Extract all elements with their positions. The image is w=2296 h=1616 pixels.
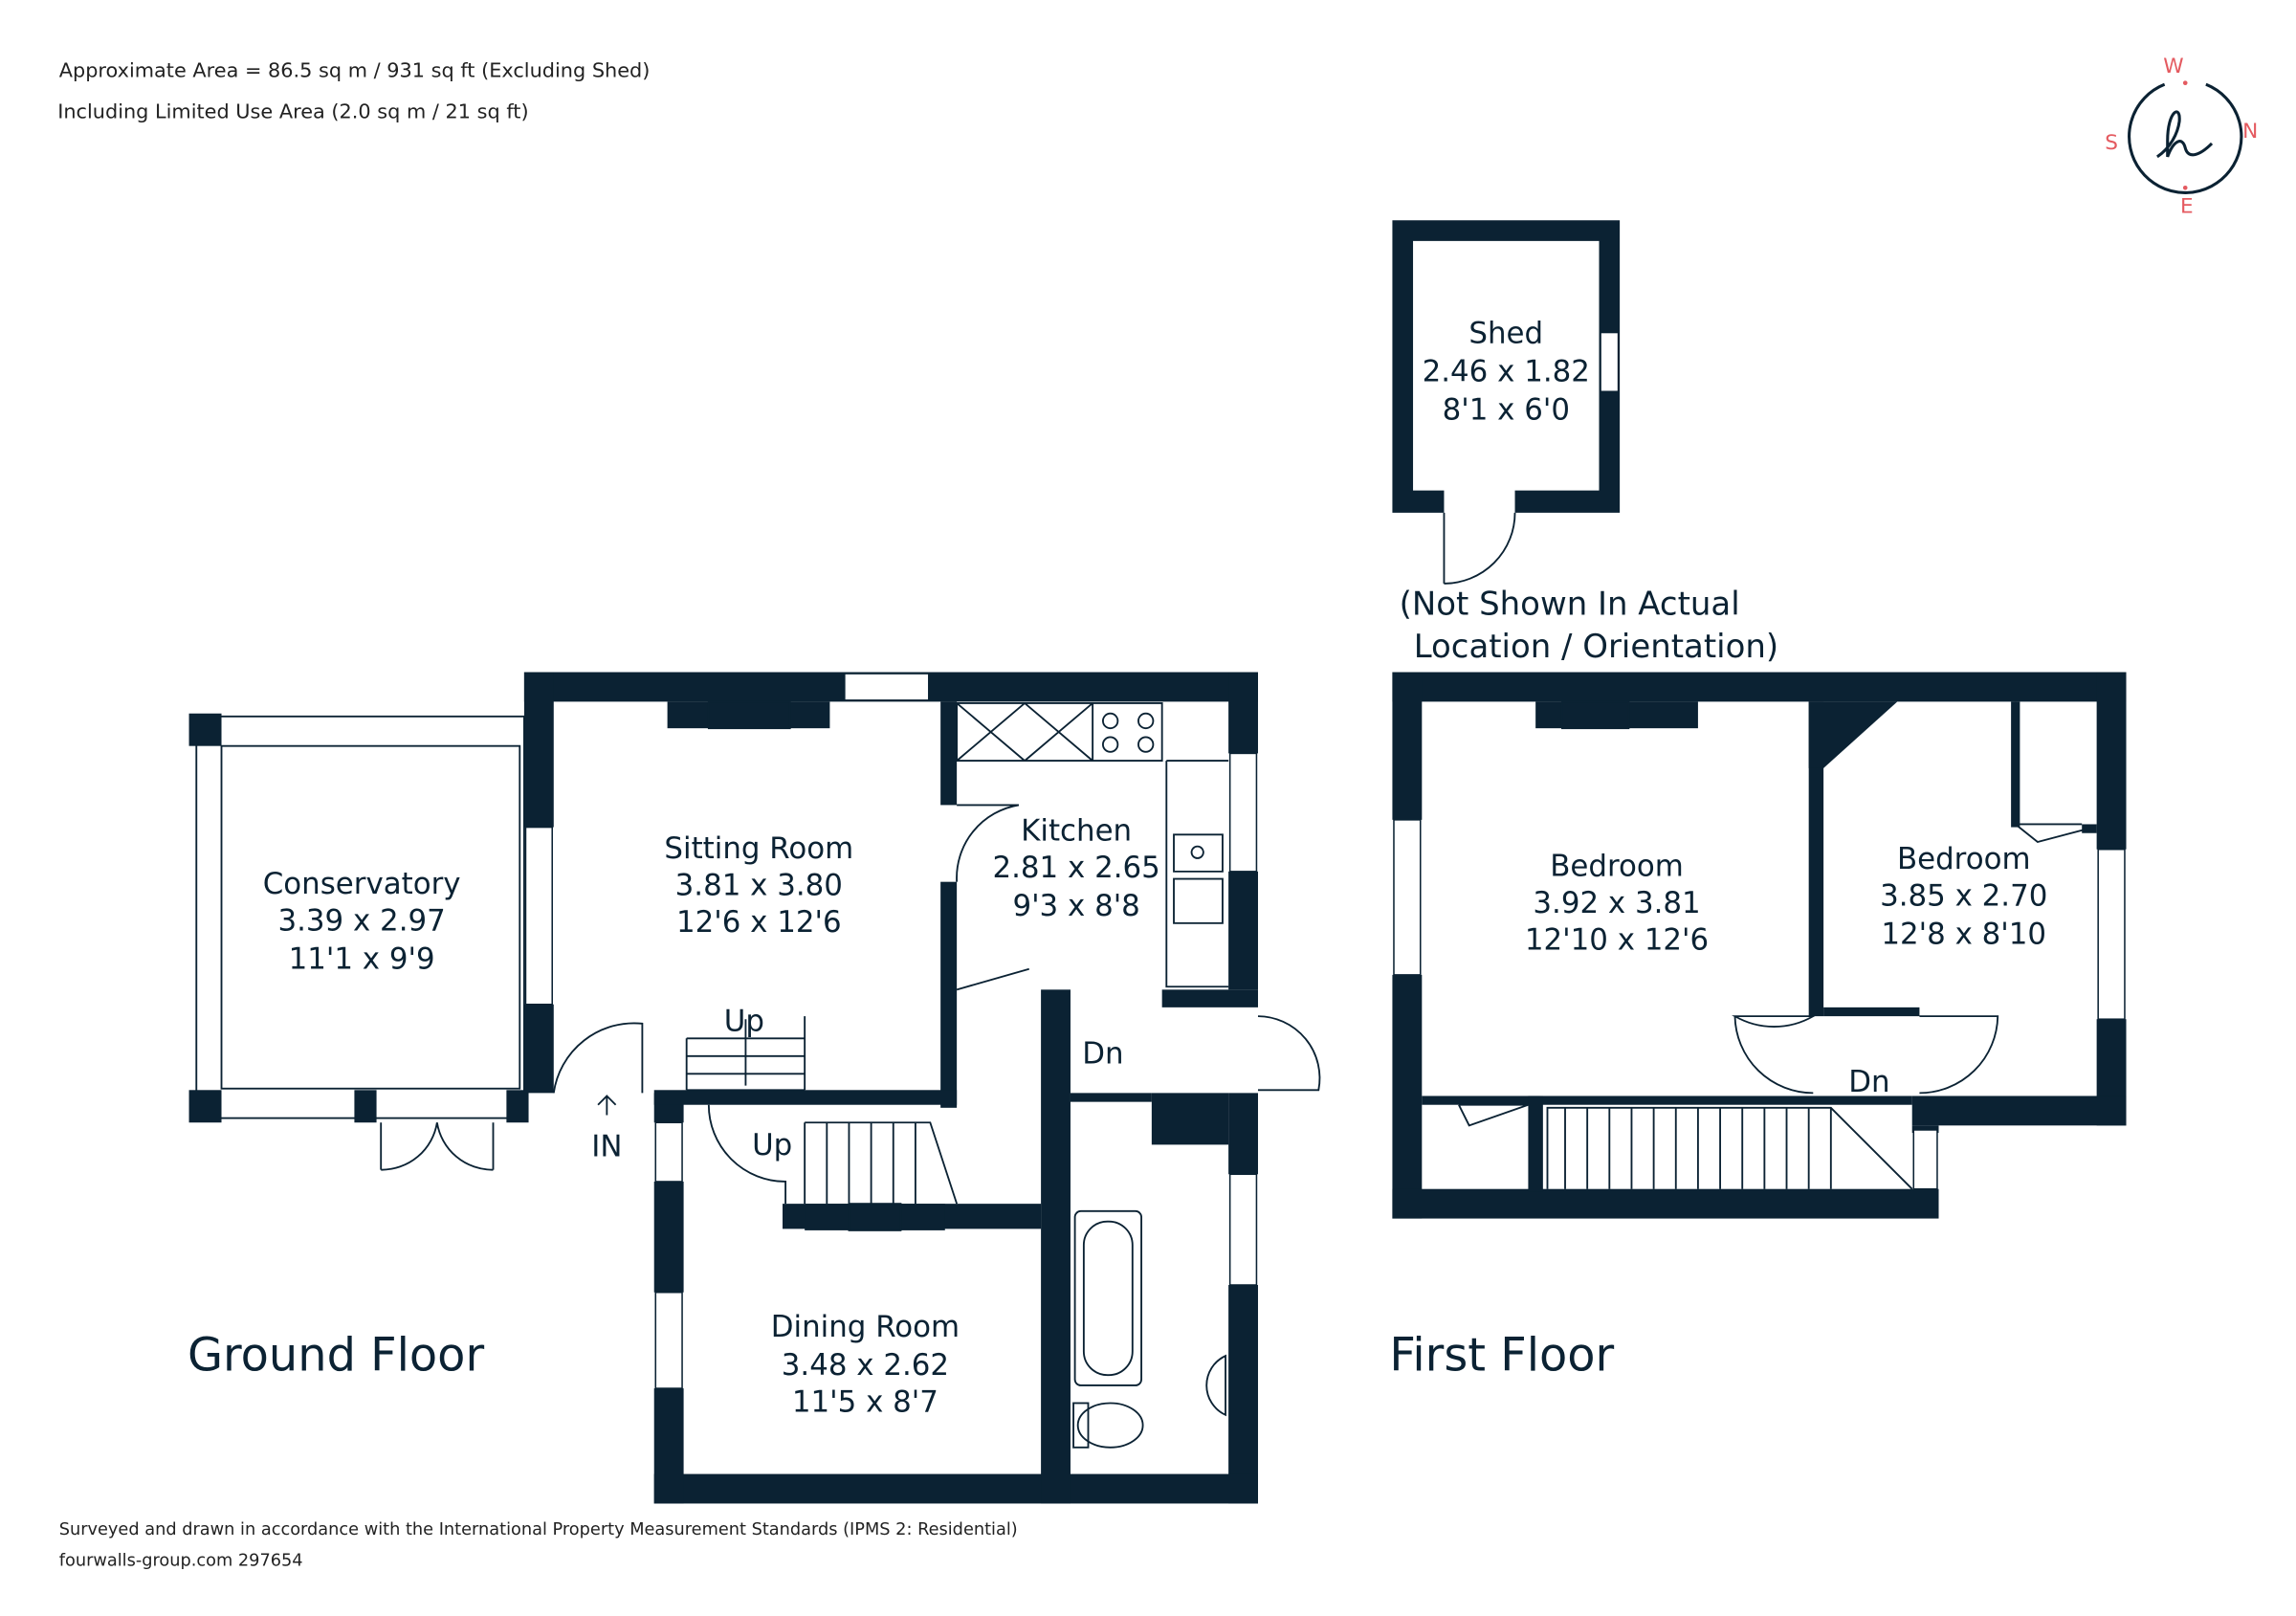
reference-text: fourwalls-group.com 297654	[59, 1551, 303, 1570]
shed-name: Shed	[1468, 316, 1543, 350]
ground-floor-title: Ground Floor	[188, 1330, 484, 1383]
dining-room-imperial: 11'5 x 8'7	[792, 1385, 938, 1420]
bedroom-2-name: Bedroom	[1897, 842, 2031, 876]
limited-use-text: Including Limited Use Area (2.0 sq m / 2…	[57, 100, 528, 123]
bedroom-1-imperial: 12'10 x 12'6	[1525, 923, 1709, 958]
shed-metric: 2.46 x 1.82	[1423, 354, 1590, 388]
first-floor-plan: Bedroom 3.92 x 3.81 12'10 x 12'6 Bedroom…	[1389, 672, 2127, 1383]
conservatory-metric: 3.39 x 2.97	[277, 904, 445, 939]
compass-e: E	[2180, 195, 2194, 219]
bedroom-2-metric: 3.85 x 2.70	[1880, 878, 2047, 913]
bedroom-1-name: Bedroom	[1550, 849, 1684, 883]
bedroom-2-imperial: 12'8 x 8'10	[1881, 917, 2046, 951]
compass-logo-icon: W N S E	[2105, 55, 2258, 219]
shed-note-1: (Not Shown In Actual	[1400, 585, 1740, 623]
stairs-up-label: Up	[724, 1005, 764, 1039]
kitchen-imperial: 9'3 x 8'8	[1012, 889, 1139, 923]
entrance-label: IN	[591, 1130, 622, 1164]
bedroom-1-metric: 3.92 x 3.81	[1533, 886, 1700, 920]
ground-floor-plan: Conservatory 3.39 x 2.97 11'1 x 9'9 Sitt…	[188, 672, 1321, 1504]
sitting-room-name: Sitting Room	[664, 831, 853, 866]
area-text: Approximate Area = 86.5 sq m / 931 sq ft…	[59, 59, 651, 82]
shed-plan: Shed 2.46 x 1.82 8'1 x 6'0 (Not Shown In…	[1392, 220, 1778, 666]
kitchen-name: Kitchen	[1021, 813, 1132, 848]
compass-w: W	[2163, 55, 2183, 78]
kitchen-metric: 2.81 x 2.65	[992, 851, 1159, 885]
standards-text: Surveyed and drawn in accordance with th…	[59, 1520, 1018, 1539]
conservatory-name: Conservatory	[263, 867, 461, 901]
shed-note-2: Location / Orientation)	[1414, 628, 1778, 666]
conservatory-imperial: 11'1 x 9'9	[289, 942, 435, 977]
dining-room-name: Dining Room	[771, 1310, 960, 1344]
stairs-down-label: Dn	[1082, 1037, 1123, 1072]
compass-n: N	[2242, 120, 2258, 144]
dining-room-metric: 3.48 x 2.62	[782, 1348, 949, 1383]
stairs-down-label-first: Dn	[1848, 1065, 1889, 1099]
sitting-room-imperial: 12'6 x 12'6	[676, 905, 842, 940]
shed-imperial: 8'1 x 6'0	[1443, 393, 1570, 428]
first-floor-title: First Floor	[1389, 1330, 1614, 1383]
stairs-up-label-2: Up	[752, 1128, 792, 1162]
sitting-room-metric: 3.81 x 3.80	[675, 869, 843, 903]
compass-s: S	[2105, 131, 2118, 155]
